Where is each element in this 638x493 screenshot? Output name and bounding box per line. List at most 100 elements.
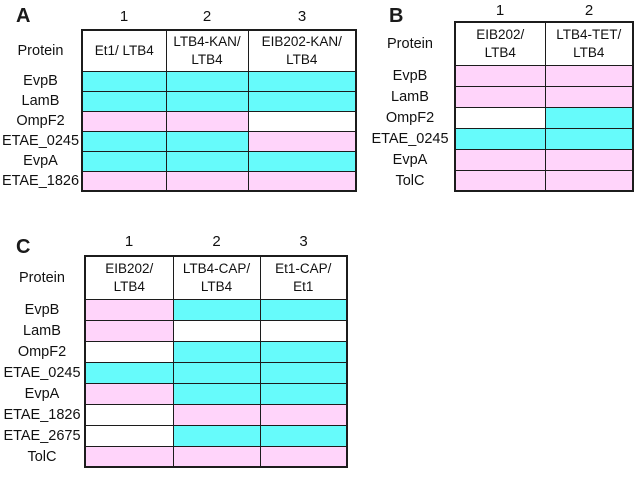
- column-number-1: 1: [495, 2, 505, 19]
- row-label: TolC: [395, 172, 425, 189]
- data-cell-pink: [172, 445, 261, 468]
- protein-row: TolC: [366, 169, 634, 192]
- data-cell-cyan: [165, 130, 249, 152]
- data-cell-cyan: [247, 90, 357, 112]
- data-cell-cyan: [172, 382, 261, 405]
- data-cell-cyan: [165, 150, 249, 172]
- protein-row: TolC: [0, 445, 348, 468]
- data-cell-pink: [81, 110, 167, 132]
- protein-row: OmpF2: [0, 110, 357, 132]
- data-cell-cyan: [81, 150, 167, 172]
- data-cell-cyan: [259, 298, 348, 321]
- protein-row: EvpB: [366, 64, 634, 87]
- column-header-cell: EIB202/ LTB4: [454, 21, 546, 66]
- data-cell-cyan: [259, 382, 348, 405]
- data-cell-cyan: [454, 127, 546, 150]
- protein-row: EvpB: [0, 70, 357, 92]
- data-cell-white: [84, 403, 174, 426]
- row-label: TolC: [27, 448, 57, 465]
- data-cell-pink: [172, 403, 261, 426]
- data-cell-pink: [84, 319, 174, 342]
- protein-row: ETAE_0245: [366, 127, 634, 150]
- row-label: ETAE_2675: [3, 427, 81, 444]
- data-cell-cyan: [172, 298, 261, 321]
- protein-row: ETAE_1826: [0, 170, 357, 192]
- data-cell-pink: [165, 170, 249, 192]
- protein-row: ETAE_0245: [0, 130, 357, 152]
- protein-header-label: Protein: [387, 35, 433, 52]
- column-number-3: 3: [299, 233, 308, 250]
- data-cell-pink: [81, 170, 167, 192]
- protein-row: EvpA: [0, 382, 348, 405]
- row-label: ETAE_0245: [3, 364, 81, 381]
- protein-header-label: Protein: [17, 42, 64, 59]
- data-cell-pink: [259, 445, 348, 468]
- protein-row: ETAE_0245: [0, 361, 348, 384]
- row-label: EvpB: [24, 301, 60, 318]
- row-label: ETAE_1826: [3, 406, 81, 423]
- data-cell-pink: [544, 64, 634, 87]
- row-label: EvpA: [23, 153, 58, 169]
- panel-b-letter: B: [389, 5, 404, 27]
- row-label: LamB: [21, 93, 60, 109]
- data-cell-cyan: [84, 361, 174, 384]
- data-cell-cyan: [81, 70, 167, 92]
- column-number-1: 1: [124, 233, 134, 250]
- column-header-cell: EIB202/ LTB4: [84, 255, 174, 300]
- data-cell-pink: [454, 85, 546, 108]
- row-label: ETAE_1826: [1, 173, 80, 189]
- data-cell-pink: [544, 85, 634, 108]
- data-cell-pink: [544, 169, 634, 192]
- data-cell-pink: [247, 170, 357, 192]
- row-label: LamB: [23, 322, 61, 339]
- row-label: EvpB: [392, 67, 428, 84]
- panel-c-letter: C: [16, 236, 31, 258]
- protein-row: EvpA: [0, 150, 357, 172]
- protein-row: EvpA: [366, 148, 634, 171]
- data-cell-cyan: [544, 106, 634, 129]
- row-label: OmpF2: [17, 343, 67, 360]
- protein-row: EvpB: [0, 298, 348, 321]
- data-cell-pink: [247, 130, 357, 152]
- row-label: LamB: [391, 88, 429, 105]
- data-cell-cyan: [247, 70, 357, 92]
- protein-row: LamB: [0, 319, 348, 342]
- data-cell-pink: [454, 64, 546, 87]
- data-cell-white: [172, 319, 261, 342]
- data-cell-pink: [84, 445, 174, 468]
- data-cell-cyan: [165, 70, 249, 92]
- data-cell-cyan: [259, 340, 348, 363]
- data-cell-white: [247, 110, 357, 132]
- row-label: EvpB: [23, 73, 58, 89]
- data-cell-pink: [454, 169, 546, 192]
- column-header-cell: LTB4-CAP/ LTB4: [172, 255, 261, 300]
- data-cell-pink: [544, 148, 634, 171]
- column-header-cell: LTB4-KAN/ LTB4: [165, 29, 249, 72]
- data-cell-pink: [259, 403, 348, 426]
- data-cell-cyan: [81, 130, 167, 152]
- protein-row: OmpF2: [0, 340, 348, 363]
- data-cell-white: [454, 106, 546, 129]
- data-cell-cyan: [165, 90, 249, 112]
- panel-a-letter: A: [16, 5, 31, 27]
- data-cell-cyan: [544, 127, 634, 150]
- column-number-3: 3: [297, 8, 307, 25]
- data-cell-cyan: [259, 361, 348, 384]
- data-cell-pink: [84, 382, 174, 405]
- protein-header-label: Protein: [19, 269, 65, 286]
- data-cell-pink: [454, 148, 546, 171]
- data-cell-white: [84, 424, 174, 447]
- column-header-cell: Et1/ LTB4: [81, 29, 167, 72]
- data-cell-white: [259, 319, 348, 342]
- row-label: ETAE_0245: [1, 133, 80, 149]
- row-label: EvpA: [392, 151, 428, 168]
